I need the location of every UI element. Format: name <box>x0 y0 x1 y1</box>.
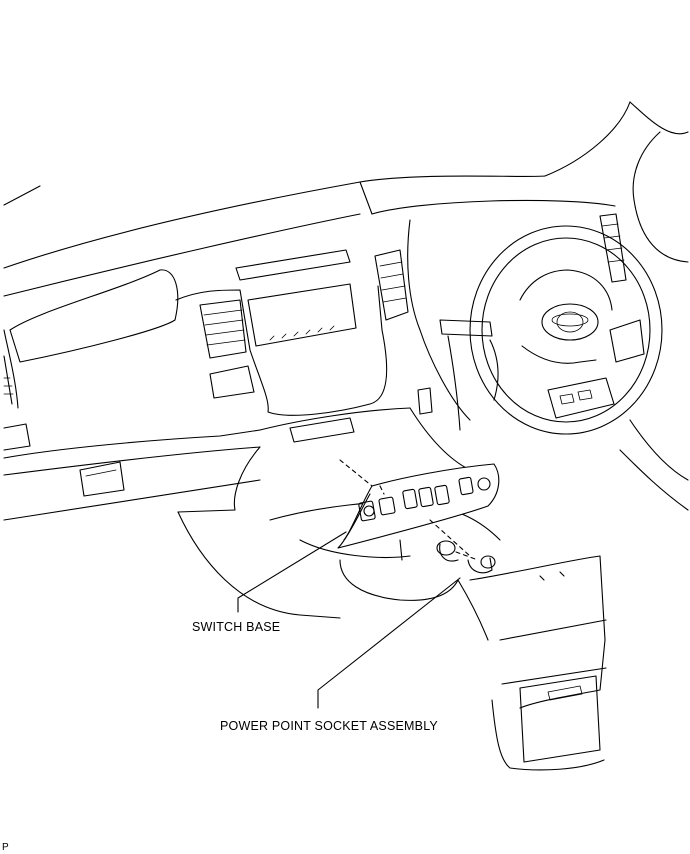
leader-lines <box>237 531 461 709</box>
power-point-socket-label: POWER POINT SOCKET ASSEMBLY <box>220 719 438 733</box>
dashboard-outline <box>3 101 689 619</box>
power-point-socket <box>436 540 496 574</box>
glove-box <box>9 269 179 497</box>
switch-base-label: SWITCH BASE <box>192 620 281 634</box>
steering-column <box>407 219 689 511</box>
center-console-upper <box>175 249 409 443</box>
left-vent <box>3 329 31 451</box>
corner-code: P <box>2 842 9 853</box>
toyota-emblem-icon <box>541 303 599 341</box>
switch-base-panel <box>337 459 500 557</box>
steering-wheel <box>469 213 663 435</box>
